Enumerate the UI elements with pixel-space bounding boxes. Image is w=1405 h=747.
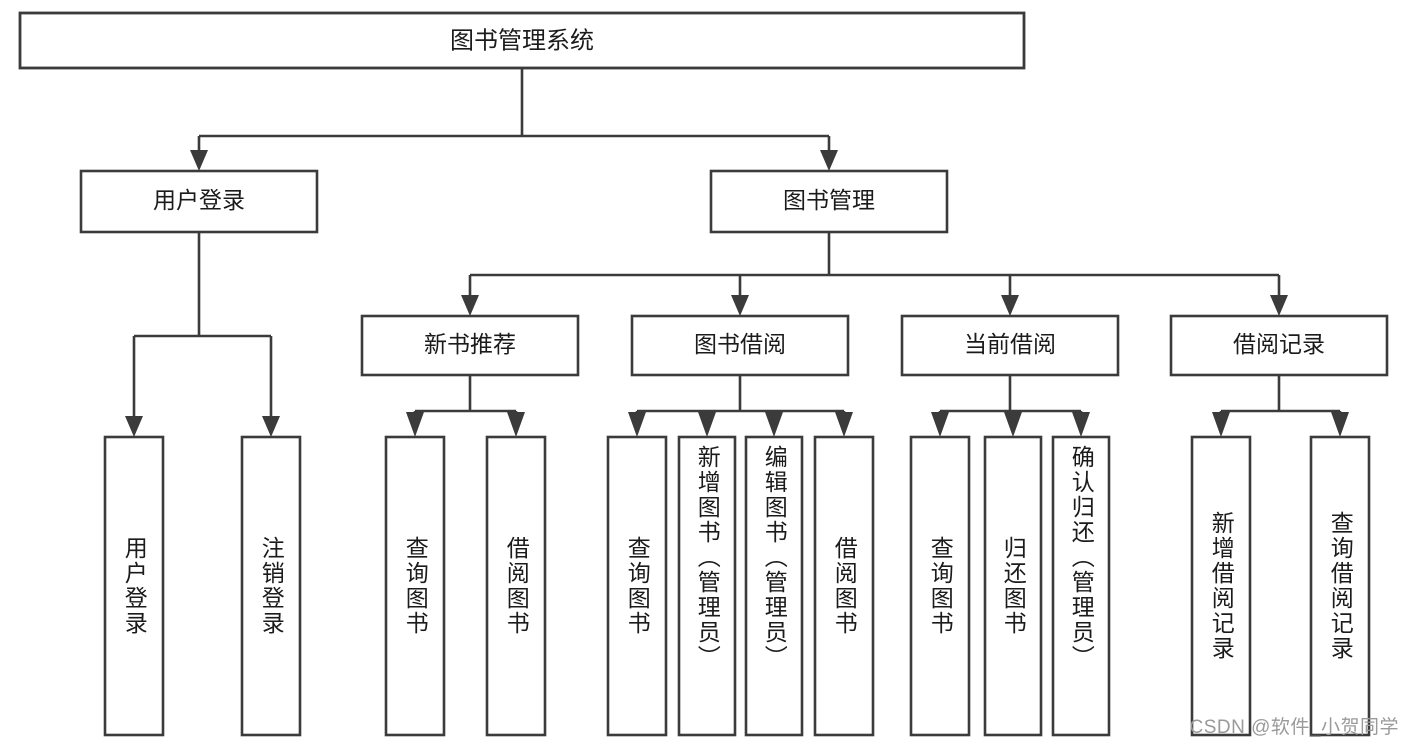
watermark-text: CSDN @软件_小贺同学 (1189, 717, 1399, 738)
leaf-box-add-record[interactable] (1190, 435, 1252, 737)
leaf-box-query-book-cur[interactable] (909, 435, 971, 737)
leaf-box-query-book-rec[interactable] (384, 435, 446, 737)
arrow-head-icon (1270, 295, 1288, 316)
arrow-head-icon (190, 150, 208, 171)
connector-userlogin-to-leaves (125, 232, 280, 437)
leaf-box-user-logout[interactable] (240, 435, 302, 737)
arrow-head-icon (1072, 412, 1090, 437)
arrow-head-icon (628, 412, 646, 437)
node-user-login-box[interactable] (79, 169, 319, 234)
node-book-manage[interactable]: 图书管理 (709, 169, 949, 234)
node-borrow-record[interactable]: 借阅记录 (1169, 314, 1389, 377)
leaf-box-borrow-book[interactable] (813, 435, 875, 737)
leaf-box-confirm-return[interactable] (1051, 435, 1111, 737)
connector-newbook-to-leaves (406, 375, 525, 437)
arrow-head-icon (820, 150, 838, 171)
arrow-head-icon (1001, 295, 1019, 316)
leaf-box-query-book-borrow[interactable] (606, 435, 668, 737)
connector-root-to-level2 (190, 68, 838, 171)
node-root-box[interactable] (18, 11, 1026, 70)
arrow-head-icon (461, 295, 479, 316)
node-book-borrow-box[interactable] (630, 314, 850, 377)
leaf-boxes (103, 435, 1371, 737)
node-new-book-rec-label: 新书推荐 (424, 331, 516, 357)
node-new-book-rec-box[interactable] (360, 314, 580, 377)
arrow-head-icon (1212, 412, 1230, 437)
leaf-box-user-login[interactable] (103, 435, 165, 737)
leaf-box-return-book[interactable] (983, 435, 1043, 737)
arrow-head-icon (1004, 412, 1022, 437)
leaf-box-edit-book[interactable] (744, 435, 804, 737)
arrow-head-icon (765, 412, 783, 437)
node-new-book-rec[interactable]: 新书推荐 (360, 314, 580, 377)
node-book-manage-label: 图书管理 (783, 187, 875, 213)
node-user-login-label: 用户登录 (153, 187, 245, 213)
connector-borrowrecord-to-leaves (1212, 375, 1349, 437)
connector-bookmanage-to-level3 (461, 232, 1288, 316)
node-current-borrow[interactable]: 当前借阅 (900, 314, 1120, 377)
connector-currentborrow-to-leaves (931, 375, 1090, 437)
arrow-head-icon (262, 416, 280, 437)
node-borrow-record-label: 借阅记录 (1233, 331, 1325, 357)
connector-bookborrow-to-leaves (628, 375, 853, 437)
node-root-label: 图书管理系统 (450, 27, 594, 54)
node-root[interactable]: 图书管理系统 (18, 11, 1026, 70)
node-book-borrow-label: 图书借阅 (694, 331, 786, 357)
arrow-head-icon (406, 412, 424, 437)
node-book-manage-box[interactable] (709, 169, 949, 234)
node-user-login[interactable]: 用户登录 (79, 169, 319, 234)
arrow-head-icon (835, 412, 853, 437)
arrow-head-icon (1331, 412, 1349, 437)
arrow-head-icon (698, 412, 716, 437)
node-borrow-record-box[interactable] (1169, 314, 1389, 377)
node-book-borrow[interactable]: 图书借阅 (630, 314, 850, 377)
arrow-head-icon (731, 295, 749, 316)
arrow-head-icon (931, 412, 949, 437)
arrow-head-icon (125, 416, 143, 437)
node-current-borrow-box[interactable] (900, 314, 1120, 377)
node-current-borrow-label: 当前借阅 (964, 331, 1056, 357)
leaf-box-add-book[interactable] (677, 435, 737, 737)
arrow-head-icon (507, 412, 525, 437)
leaf-box-query-record[interactable] (1309, 435, 1371, 737)
leaf-box-borrow-book-rec[interactable] (485, 435, 547, 737)
